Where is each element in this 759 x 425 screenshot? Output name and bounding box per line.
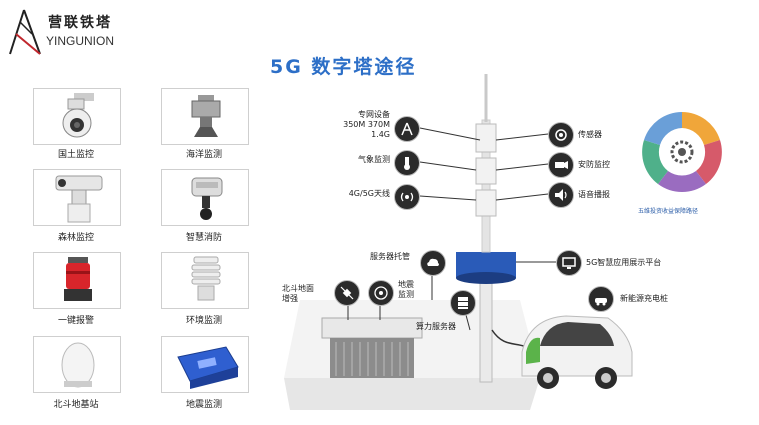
- cloud-icon: [427, 258, 439, 266]
- category-label: 一键报警: [57, 316, 94, 326]
- ev-charging-icon: [595, 298, 607, 306]
- feature-icon-speaker: [548, 182, 574, 208]
- feature-icon-charging: [588, 286, 614, 312]
- seismograph-icon: [374, 286, 388, 300]
- hut-roof: [321, 317, 423, 339]
- brand-name-cn: 营联铁塔: [48, 15, 112, 31]
- category-label: 环境监测: [185, 316, 222, 326]
- tower-logo-icon: [9, 9, 41, 55]
- fire-sensor-icon: [191, 177, 223, 220]
- feature-label-security: 安防监控: [578, 160, 610, 169]
- feature-label-seismic: 地震 监测: [398, 280, 414, 299]
- feature-icon-weather: [394, 150, 420, 176]
- brand-name-en: YINGUNION: [46, 34, 115, 48]
- antenna-icon: [401, 122, 413, 136]
- category-card-alarm: [33, 252, 121, 309]
- ground-platform: [284, 378, 540, 410]
- speaker-icon: [555, 189, 567, 201]
- server-icon: [458, 297, 468, 309]
- feature-label-charging: 新能源充电桩: [620, 294, 668, 303]
- category-label: 森林监控: [57, 233, 94, 243]
- category-card-beidou: [33, 336, 121, 393]
- seismic-box-icon: [177, 346, 239, 389]
- category-label: 地震监测: [185, 400, 222, 410]
- camera-icon: [555, 161, 568, 169]
- electric-car: [521, 315, 633, 389]
- feature-label-speaker: 语音播报: [578, 190, 610, 199]
- feature-icon-seismic: [368, 280, 394, 306]
- five-dimension-cycle: [642, 112, 722, 192]
- category-card-forest: [33, 169, 121, 226]
- monitor-icon: [562, 257, 576, 269]
- hut-rack: [330, 338, 414, 378]
- feature-label-compute: 算力服务器: [416, 322, 456, 331]
- category-card-land: [33, 88, 121, 145]
- feature-icon-antenna: [394, 184, 420, 210]
- category-card-marine: [161, 88, 249, 145]
- dome-camera-icon: [62, 93, 94, 138]
- page-title: 5G 数字塔途径: [270, 56, 417, 78]
- beidou-antenna-icon: [61, 342, 95, 388]
- feature-label-private-network: 专网设备 350M 370M 1.4G: [343, 110, 390, 139]
- feature-icon-sensor: [548, 122, 574, 148]
- category-label: 国土监控: [57, 150, 94, 160]
- feature-label-weather: 气象监测: [358, 155, 390, 164]
- tower-pole: [479, 271, 493, 383]
- feature-icon-private-network: [394, 116, 420, 142]
- feature-label-display: 5G智慧应用展示平台: [586, 258, 662, 267]
- feature-icon-compute: [450, 290, 476, 316]
- category-card-seismic: [161, 336, 249, 393]
- brand-logo: 营联铁塔 YINGUNION: [6, 6, 146, 56]
- satellite-icon: [340, 286, 354, 300]
- feature-label-beidou: 北斗地面 增强: [282, 284, 314, 303]
- sensor-icon: [555, 129, 567, 141]
- category-card-environment: [161, 252, 249, 309]
- feature-label-sensor: 传感器: [578, 130, 602, 139]
- feature-icon-beidou: [334, 280, 360, 306]
- ptz-camera-icon: [55, 175, 103, 223]
- signal-icon: [400, 192, 414, 202]
- category-label: 海洋监测: [185, 150, 222, 160]
- feature-label-antenna: 4G/5G天线: [348, 189, 390, 198]
- weather-shield-icon: [191, 256, 221, 301]
- category-label: 北斗地基站: [53, 400, 99, 410]
- alarm-light-icon: [64, 257, 92, 301]
- feature-label-server-hosting: 服务器托管: [370, 252, 410, 261]
- thermometer-icon: [404, 157, 410, 170]
- cycle-caption: 五维投资收益保障路径: [638, 208, 699, 215]
- feature-icon-server-hosting: [420, 250, 446, 276]
- category-card-fire: [161, 169, 249, 226]
- feature-icon-display: [556, 250, 582, 276]
- category-label: 智慧消防: [185, 233, 222, 243]
- feature-icon-security: [548, 152, 574, 178]
- marine-sensor-icon: [191, 95, 221, 137]
